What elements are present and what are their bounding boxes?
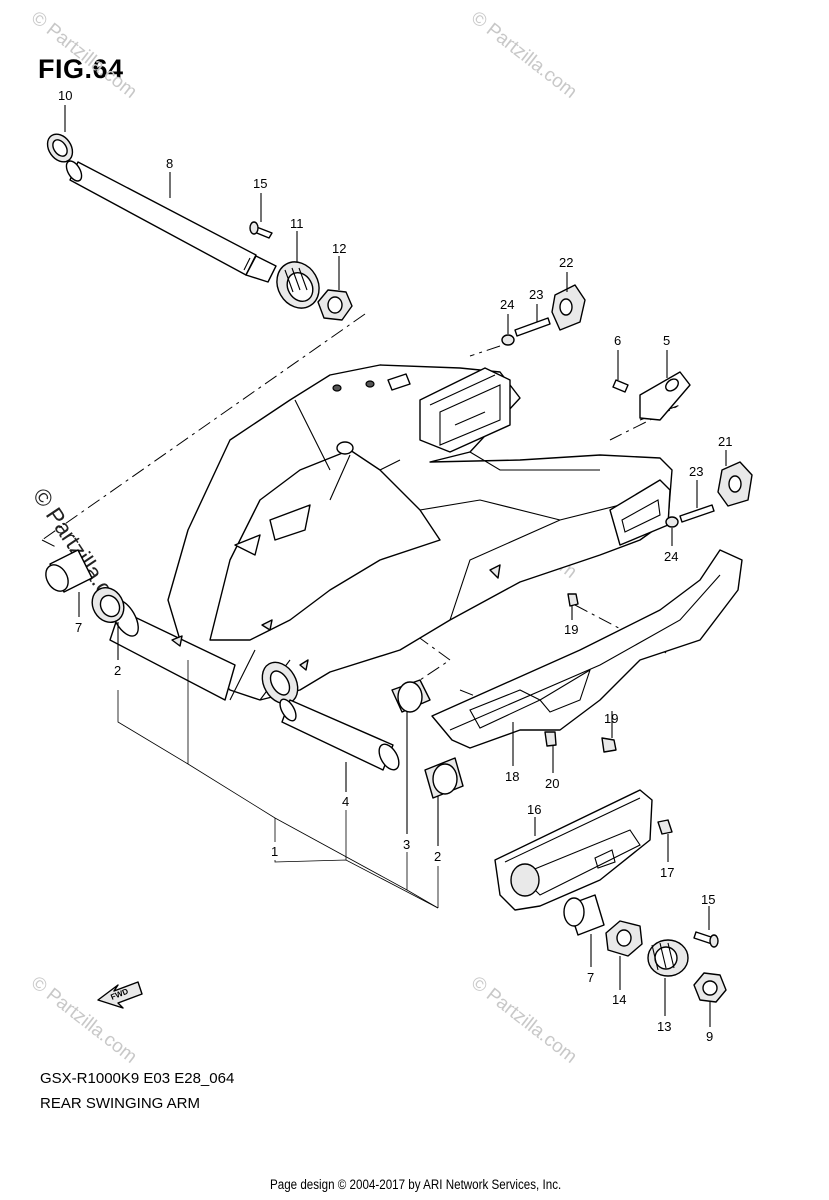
bolt-19-top [567,593,579,607]
nut-14 [605,920,643,957]
callout-24-right: 24 [664,549,678,564]
watermark-top-left: © Partzilla.com [27,7,141,102]
callout-3: 3 [403,837,410,852]
callout-11: 11 [290,216,304,231]
figure-title: FIG.64 [38,54,124,84]
bolt-23-top [514,317,551,337]
bolt-23-right [679,504,715,523]
washer-24-top [501,334,515,346]
callout-1: 1 [271,844,278,859]
copyright-notice: Page design © 2004-2017 by ARI Network S… [270,1177,562,1192]
washer-24-right [665,516,679,528]
callout-23-top: 23 [529,287,543,302]
adjuster-block-22 [551,284,586,331]
leader-lines [64,105,727,1027]
callout-5: 5 [663,333,670,348]
callout-8: 8 [166,156,173,171]
callout-19-bottom: 19 [604,711,618,726]
model-code: GSX-R1000K9 E03 E28_064 [40,1070,235,1087]
callout-6: 6 [614,333,621,348]
callouts: 10 8 15 11 12 22 24 23 6 5 21 23 24 7 2 … [58,88,732,1044]
bearing-2-left [91,587,125,623]
bolt-6 [612,379,629,393]
watermark-top-right: © Partzilla.com [467,7,581,102]
spacer-7-right [563,894,605,936]
nut-12 [317,289,353,321]
adjuster-11 [276,261,320,309]
callout-4: 4 [342,794,349,809]
callout-15-bottom: 15 [701,892,715,907]
callout-2-right: 2 [434,849,441,864]
callout-9: 9 [706,1029,713,1044]
bolt-19-bottom [601,737,617,753]
collar-4 [279,698,400,771]
bearing-3 [391,679,431,713]
callout-17: 17 [660,865,674,880]
callout-16: 16 [527,802,541,817]
callout-10: 10 [58,88,72,103]
bolt-15-bottom [693,931,719,948]
callout-2-left: 2 [114,663,121,678]
adjuster-block-21 [717,461,753,507]
callout-15-top: 15 [253,176,267,191]
swingarm-1 [109,364,673,705]
callout-19-top: 19 [564,622,578,637]
callout-7-left: 7 [75,620,82,635]
plate-5 [639,371,691,421]
callout-12: 12 [332,241,346,256]
chain-guard-18 [431,549,743,749]
diagram-name: REAR SWINGING ARM [40,1095,201,1112]
seal-10 [46,133,74,163]
spacer-7-left [45,549,93,593]
callout-20: 20 [545,776,559,791]
callout-23-right: 23 [689,464,703,479]
callout-14: 14 [612,992,626,1007]
adjuster-13 [647,939,689,977]
callout-24-top: 24 [500,297,514,312]
callout-18: 18 [505,769,519,784]
bearing-2-right [424,757,464,799]
watermark-bottom-right: © Partzilla.com [467,972,581,1067]
chain-slider-16 [494,789,653,911]
bolt-17 [657,819,673,835]
forward-arrow: FWD [97,981,143,1009]
callout-7-right: 7 [587,970,594,985]
bolt-20 [544,731,557,747]
nut-9 [693,972,727,1003]
pivot-shaft-8 [65,160,277,283]
callout-22: 22 [559,255,573,270]
callout-21: 21 [718,434,732,449]
callout-13: 13 [657,1019,671,1034]
bolt-15-top [249,221,273,239]
